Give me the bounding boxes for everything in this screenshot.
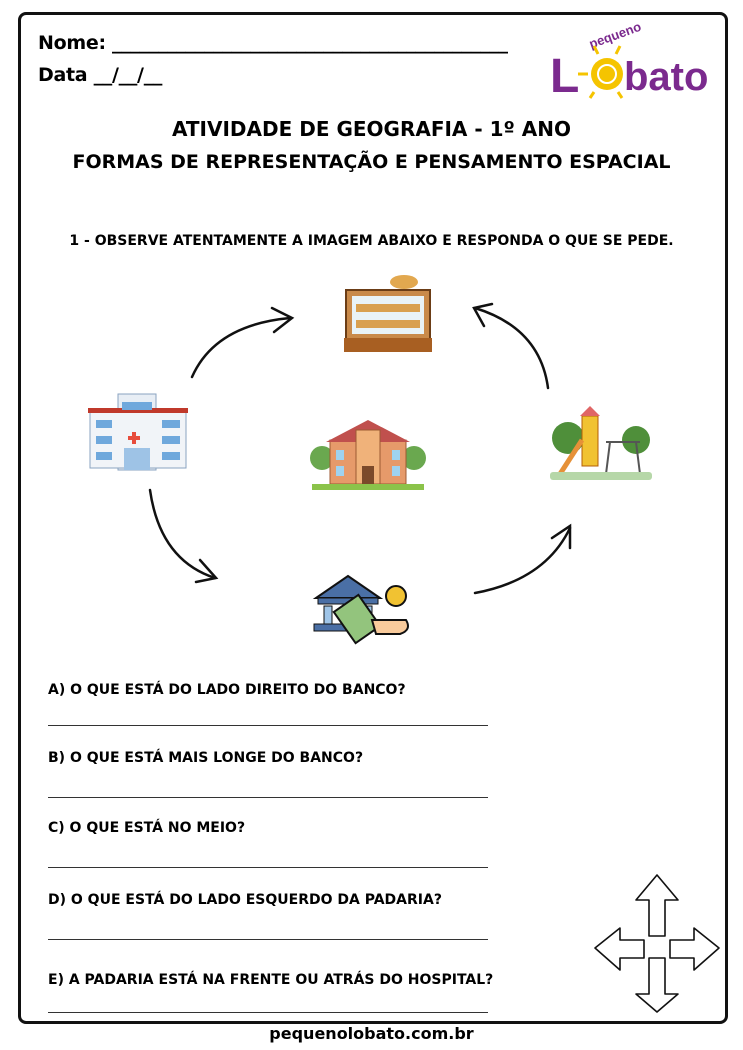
curved-arrows	[148, 302, 572, 595]
answer-line-a[interactable]	[48, 725, 488, 726]
question-b: B) O QUE ESTÁ MAIS LONGE DO BANCO?	[48, 750, 364, 766]
question-e: E) A PADARIA ESTÁ NA FRENTE OU ATRÁS DO …	[48, 972, 494, 988]
page-border	[18, 12, 728, 1024]
question-c: C) O QUE ESTÁ NO MEIO?	[48, 820, 246, 836]
hospital-icon	[88, 393, 188, 471]
question-a: A) O QUE ESTÁ DO LADO DIREITO DO BANCO?	[48, 682, 406, 698]
name-field-label: Nome: __________________________________…	[38, 32, 508, 54]
instruction: 1 - OBSERVE ATENTAMENTE A IMAGEM ABAIXO …	[69, 233, 674, 249]
playground-icon	[550, 406, 652, 480]
map-diagram	[88, 275, 652, 645]
answer-line-e[interactable]	[48, 1012, 488, 1013]
answer-line-d[interactable]	[48, 939, 488, 940]
svg-text:L: L	[550, 50, 579, 103]
page-subtitle: FORMAS DE REPRESENTAÇÃO E PENSAMENTO ESP…	[72, 151, 671, 173]
bank-icon	[312, 574, 409, 645]
footer-website: pequenolobato.com.br	[269, 1024, 474, 1043]
answer-line-b[interactable]	[48, 797, 488, 798]
bakery-icon	[344, 275, 432, 352]
page-title: ATIVIDADE DE GEOGRAFIA - 1º ANO	[171, 117, 572, 141]
question-d: D) O QUE ESTÁ DO LADO ESQUERDO DA PADARI…	[48, 892, 442, 908]
logo: pequeno L bato	[548, 19, 720, 104]
school-icon	[310, 420, 426, 490]
date-field-label: Data __/__/__	[38, 64, 163, 86]
four-direction-arrows-icon	[594, 874, 720, 1013]
answer-line-c[interactable]	[48, 867, 488, 868]
svg-text:bato: bato	[624, 55, 708, 99]
